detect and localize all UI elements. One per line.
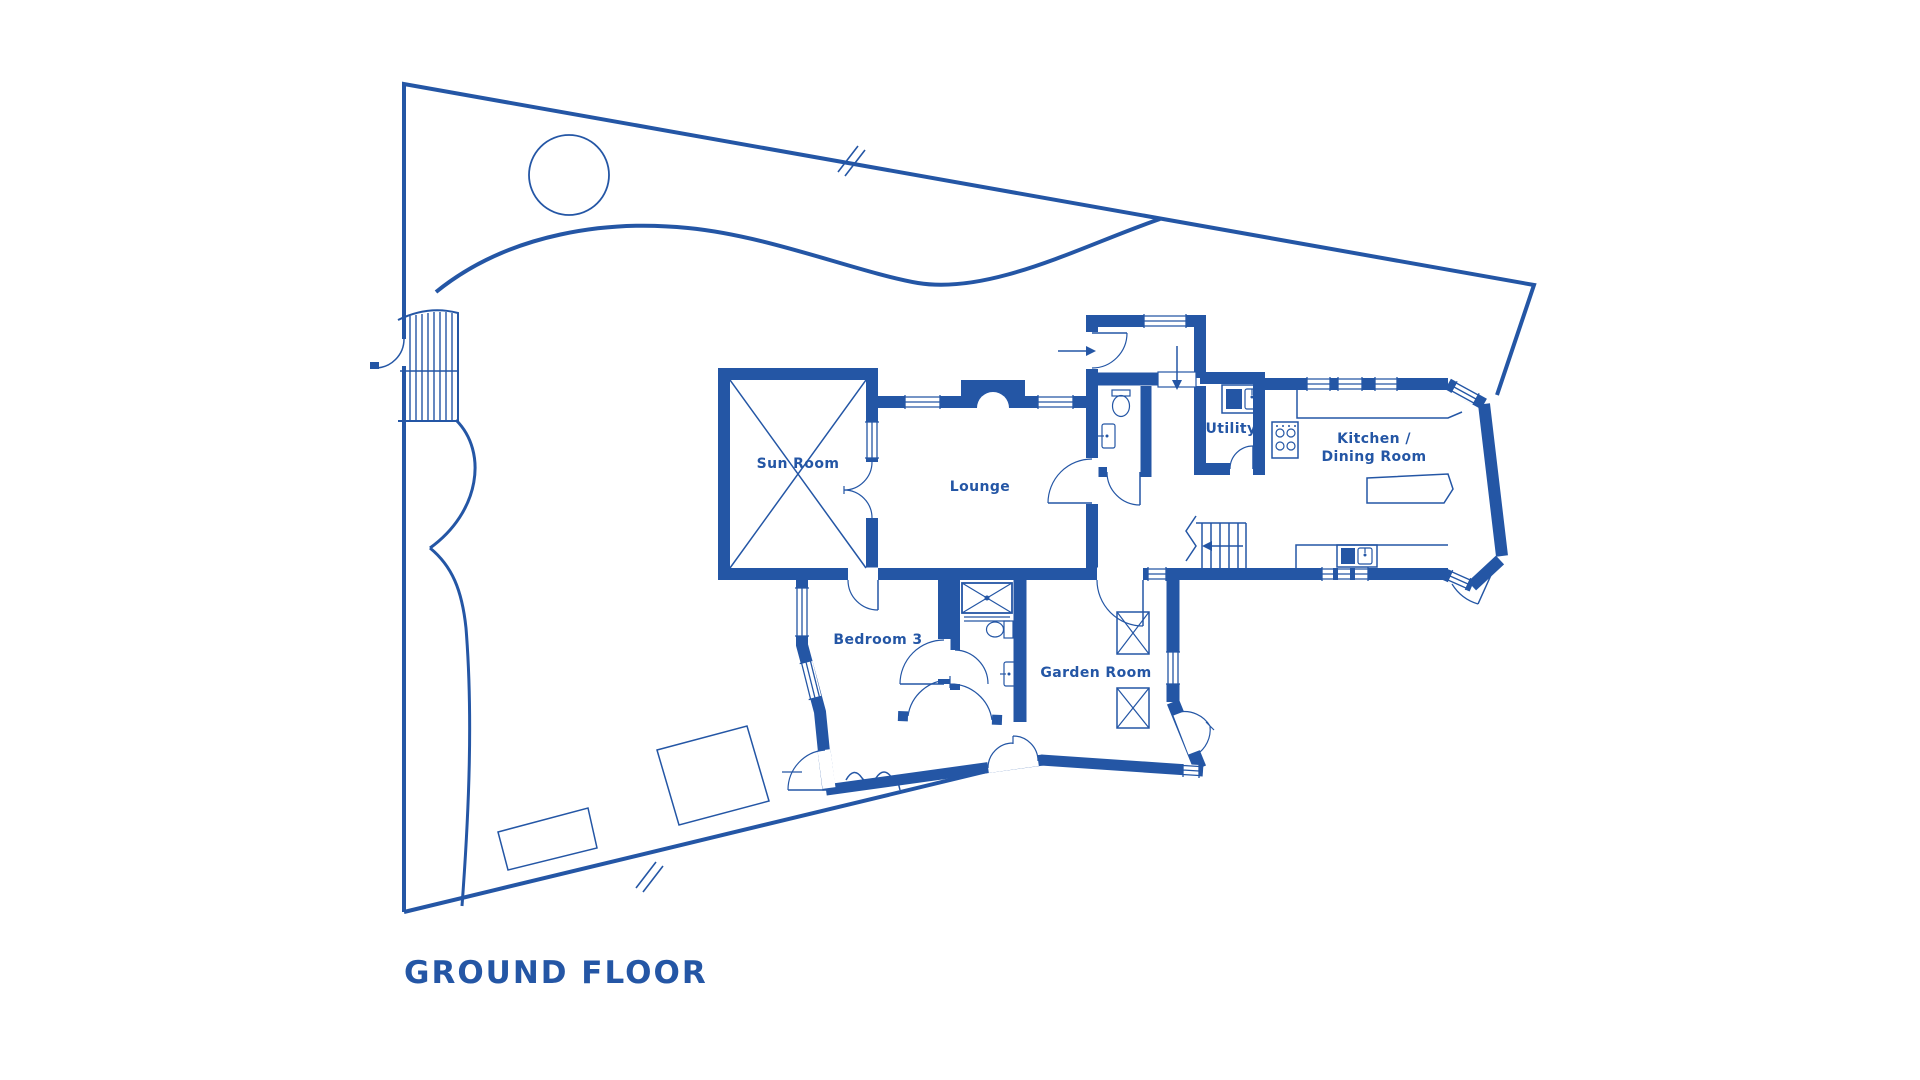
room-label-bedroom-3: Bedroom 3	[833, 632, 922, 648]
garden-gate	[370, 338, 409, 369]
rockery-feature	[845, 771, 901, 791]
kitchen-island-icon	[1366, 473, 1454, 504]
boundary-break-icon	[635, 145, 866, 893]
garden-path	[429, 546, 472, 907]
external-steps	[397, 309, 459, 422]
staircase-icon	[1185, 515, 1247, 568]
entry-arrow-icon	[1058, 346, 1096, 356]
rooflight-icon	[1116, 687, 1150, 729]
doors	[782, 332, 1497, 791]
room-label-lounge: Lounge	[950, 479, 1010, 495]
room-label-kitchen: Kitchen /	[1337, 431, 1411, 447]
threshold-step	[1157, 346, 1197, 390]
room-label-dining: Dining Room	[1321, 449, 1426, 465]
rooflight-icon	[1116, 611, 1150, 655]
page-title: GROUND FLOOR	[404, 955, 708, 991]
tree-icon	[528, 134, 610, 216]
rooflight-icon	[729, 379, 867, 569]
site-boundary	[402, 81, 1537, 914]
outbuilding	[497, 807, 598, 871]
room-label-garden-room: Garden Room	[1040, 665, 1151, 681]
outbuildings	[497, 725, 770, 871]
fixtures	[729, 379, 1463, 791]
double-sink-icon	[1336, 544, 1378, 568]
basin-icon	[1098, 423, 1116, 449]
kitchen-counter	[1295, 390, 1463, 568]
windows	[795, 314, 1480, 778]
double-sink-icon	[1221, 384, 1265, 414]
room-label-utility: Utility	[1205, 421, 1256, 437]
garden-lawn-edge	[434, 217, 1161, 294]
toilet-icon	[985, 620, 1014, 639]
room-labels: Sun Room Lounge Utility Kitchen / Dining…	[757, 421, 1426, 681]
garden-path	[429, 418, 477, 550]
toilet-icon	[1111, 389, 1131, 418]
outbuilding	[656, 725, 770, 826]
shower-tray-icon	[961, 582, 1013, 622]
basin-icon	[1000, 661, 1018, 687]
garden-features	[429, 134, 1161, 907]
room-label-sun-room: Sun Room	[757, 456, 840, 472]
hob-icon	[1271, 421, 1299, 459]
